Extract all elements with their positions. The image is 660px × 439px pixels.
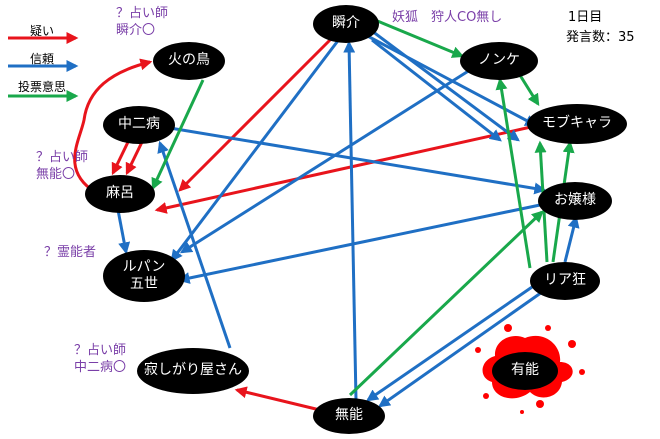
- edge-asaro-hinotori: [73, 58, 153, 194]
- node-shunsuke: 瞬介: [313, 5, 379, 43]
- edge-chuni-ojou: [169, 126, 547, 195]
- node-munou: 無能: [313, 398, 385, 434]
- message-count: 発言数：35: [566, 30, 635, 45]
- edge-riakyo-munou-2: [366, 283, 536, 402]
- edge-riakyo-ojou: [563, 215, 580, 263]
- edge-asaro-lupin: [116, 209, 131, 255]
- node-sabishi: 寂しがり屋さん: [137, 348, 249, 394]
- node-riakyo: リア狂: [530, 262, 600, 300]
- edge-mob-asaro: [154, 123, 541, 214]
- edge-shunsuke-mob-2: [367, 26, 520, 142]
- edge-shunsuke-asaro: [178, 38, 332, 192]
- edge-chuni-asaro-2: [125, 141, 144, 176]
- legend-vote-label: 投票意思: [18, 80, 67, 94]
- edge-shunsuke-lupin: [170, 37, 342, 262]
- day-label: 1日目: [568, 10, 603, 25]
- node-chuni: 中二病: [103, 106, 175, 144]
- trust-edges: [116, 26, 580, 408]
- edge-chuni-asaro-1: [111, 141, 130, 176]
- note-sabishi: ？占い師 中二病〇: [74, 343, 127, 375]
- suspicion-edges: [73, 38, 541, 412]
- node-hinotori: 火の鳥: [153, 42, 225, 80]
- note-asaro: ？占い師 無能〇: [36, 150, 89, 182]
- node-lupin: ルパン 五世: [103, 250, 185, 302]
- node-asaro: 麻呂: [85, 175, 155, 213]
- node-mob: モブキャラ: [527, 104, 627, 144]
- legend-suspicion-label: 疑い: [30, 24, 55, 38]
- note-hinotori: ？占い師 瞬介〇: [116, 6, 169, 38]
- edge-nonke-mob: [516, 71, 540, 107]
- edge-shunsuke-nonke: [374, 18, 465, 58]
- node-yuunou: 有能: [492, 352, 558, 390]
- edge-nonke-lupin: [179, 68, 471, 254]
- edge-sabishi-chuni: [157, 140, 232, 349]
- legend-trust-label: 信頼: [30, 52, 55, 66]
- edge-munou-shunsuke: [343, 40, 358, 401]
- edge-munou-sabishi: [234, 386, 321, 412]
- edge-ojou-lupin: [177, 203, 541, 284]
- edge-munou-ojou: [348, 210, 544, 397]
- edge-riakyo-munou: [378, 288, 546, 408]
- node-ojou: お嬢様: [538, 182, 612, 220]
- edge-riakyo-nonke: [495, 77, 532, 269]
- edge-hinotori-asaro: [151, 79, 205, 191]
- note-shunsuke: 妖狐 狩人CO無し: [392, 10, 503, 25]
- node-nonke: ノンケ: [460, 42, 538, 80]
- note-lupin: ？霊能者: [44, 245, 97, 260]
